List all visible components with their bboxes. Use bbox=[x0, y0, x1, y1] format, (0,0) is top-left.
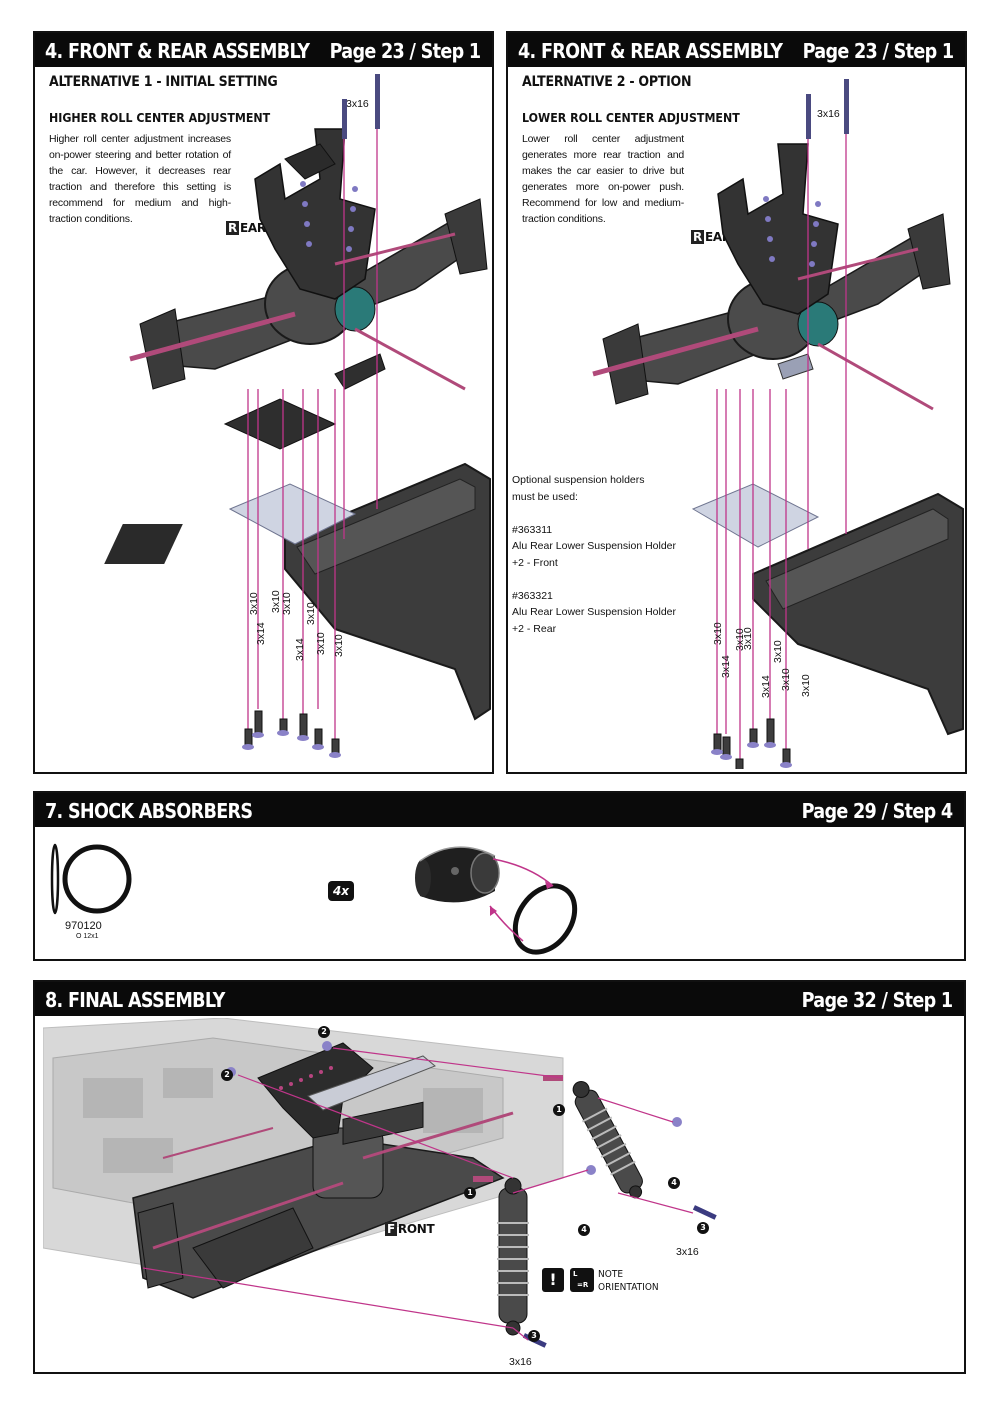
screw-label: 3x16 bbox=[509, 1356, 532, 1368]
screw-label: 3x14 bbox=[255, 622, 267, 645]
warning-icon: ! bbox=[542, 1268, 564, 1292]
screw-label: 3x10 bbox=[772, 640, 784, 663]
rear-tag-initial: R bbox=[691, 230, 704, 244]
panel-alternative-2: 4. FRONT & REAR ASSEMBLY Page 23 / Step … bbox=[506, 31, 967, 774]
screw-label: 3x16 bbox=[676, 1246, 699, 1258]
callout-3: 3 bbox=[697, 1222, 709, 1234]
final-assembly-illustration bbox=[43, 1018, 717, 1348]
top-screw-label: 3x16 bbox=[346, 98, 369, 110]
top-screw-label: 3x16 bbox=[817, 108, 840, 120]
adjustment-heading: HIGHER ROLL CENTER ADJUSTMENT bbox=[49, 111, 271, 125]
alternative-subtitle: ALTERNATIVE 1 - INITIAL SETTING bbox=[49, 74, 278, 90]
screw-label: 3x10 bbox=[315, 632, 327, 655]
adjustment-heading: LOWER ROLL CENTER ADJUSTMENT bbox=[522, 111, 740, 125]
section-title: 7. SHOCK ABSORBERS bbox=[45, 799, 253, 823]
optional-line: +2 - Front bbox=[512, 556, 558, 569]
note-line: ORIENTATION bbox=[598, 1282, 659, 1293]
callout-2: 2 bbox=[221, 1069, 233, 1081]
adjustment-description: Higher roll center adjustment increases … bbox=[49, 133, 231, 225]
front-tag-initial: F bbox=[385, 1222, 397, 1236]
orientation-note: ! L =R NOTE ORIENTATION bbox=[542, 1268, 692, 1298]
adjustment-description: Lower roll center adjustment generates m… bbox=[522, 133, 684, 225]
panel-alternative-1: 4. FRONT & REAR ASSEMBLY Page 23 / Step … bbox=[33, 31, 494, 774]
note-line: NOTE bbox=[598, 1269, 624, 1280]
rear-assembly-illustration bbox=[104, 74, 491, 758]
optional-line: #363321 bbox=[512, 589, 553, 602]
panel-header: 7. SHOCK ABSORBERS Page 29 / Step 4 bbox=[35, 793, 964, 827]
screw-label: 3x10 bbox=[712, 622, 724, 645]
optional-parts-note: Optional suspension holders must be used… bbox=[512, 472, 676, 637]
shock-cap-oring-illustration bbox=[415, 846, 578, 955]
o-ring-part-icon bbox=[50, 843, 132, 915]
alternative-subtitle: ALTERNATIVE 2 - OPTION bbox=[522, 74, 692, 90]
section-title: 4. FRONT & REAR ASSEMBLY bbox=[518, 39, 783, 63]
part-number: 970120 bbox=[65, 920, 102, 932]
screw-label: 3x10 bbox=[333, 634, 345, 657]
lr-icon-bottom: =R bbox=[577, 1281, 589, 1289]
screw-label: 3x10 bbox=[742, 627, 754, 650]
callout-1: 1 bbox=[464, 1187, 476, 1199]
callout-4: 4 bbox=[668, 1177, 680, 1189]
note-text: NOTE ORIENTATION bbox=[598, 1268, 659, 1294]
optional-line: Alu Rear Lower Suspension Holder bbox=[512, 540, 677, 552]
panel-header: 4. FRONT & REAR ASSEMBLY Page 23 / Step … bbox=[35, 33, 492, 67]
rear-assembly-illustration bbox=[592, 79, 964, 769]
callout-4: 4 bbox=[578, 1224, 590, 1236]
screw-label: 3x14 bbox=[294, 638, 306, 661]
screw-label: 3x10 bbox=[800, 674, 812, 697]
panel-final-assembly: 8. FINAL ASSEMBLY Page 32 / Step 1 bbox=[33, 980, 966, 1374]
screw-label: 3x14 bbox=[720, 655, 732, 678]
page-reference: Page 23 / Step 1 bbox=[802, 39, 954, 63]
lr-icon-top: L bbox=[573, 1270, 578, 1278]
section-title: 8. FINAL ASSEMBLY bbox=[45, 988, 225, 1012]
screw-label: 3x14 bbox=[760, 675, 772, 698]
page-reference: Page 29 / Step 4 bbox=[801, 799, 953, 823]
panel-shock-absorbers: 7. SHOCK ABSORBERS Page 29 / Step 4 9701… bbox=[33, 791, 966, 961]
screw-label: 3x10 bbox=[780, 668, 792, 691]
panel-header: 8. FINAL ASSEMBLY Page 32 / Step 1 bbox=[35, 982, 964, 1016]
optional-line: Optional suspension holders bbox=[512, 474, 645, 486]
screw-label: 3x10 bbox=[281, 592, 293, 615]
front-tag-rest: RONT bbox=[397, 1222, 435, 1236]
callout-1: 1 bbox=[553, 1104, 565, 1116]
screw-label: 3x10 bbox=[248, 592, 260, 615]
rear-tag-initial: R bbox=[226, 221, 239, 235]
screw-label: 3x10 bbox=[305, 602, 317, 625]
panel-header: 4. FRONT & REAR ASSEMBLY Page 23 / Step … bbox=[508, 33, 965, 67]
page-reference: Page 23 / Step 1 bbox=[329, 39, 481, 63]
part-spec: O 12x1 bbox=[76, 933, 99, 940]
optional-line: must be used: bbox=[512, 490, 578, 503]
quantity-badge: 4x bbox=[328, 881, 354, 901]
optional-line: Alu Rear Lower Suspension Holder bbox=[512, 606, 677, 618]
optional-line: #363311 bbox=[512, 523, 553, 536]
optional-line: +2 - Rear bbox=[512, 622, 557, 635]
left-right-icon: L =R bbox=[570, 1268, 594, 1292]
callout-3: 3 bbox=[528, 1330, 540, 1342]
section-title: 4. FRONT & REAR ASSEMBLY bbox=[45, 39, 310, 63]
page-reference: Page 32 / Step 1 bbox=[801, 988, 953, 1012]
callout-2: 2 bbox=[318, 1026, 330, 1038]
rear-tag-rest: EAR bbox=[239, 221, 266, 235]
